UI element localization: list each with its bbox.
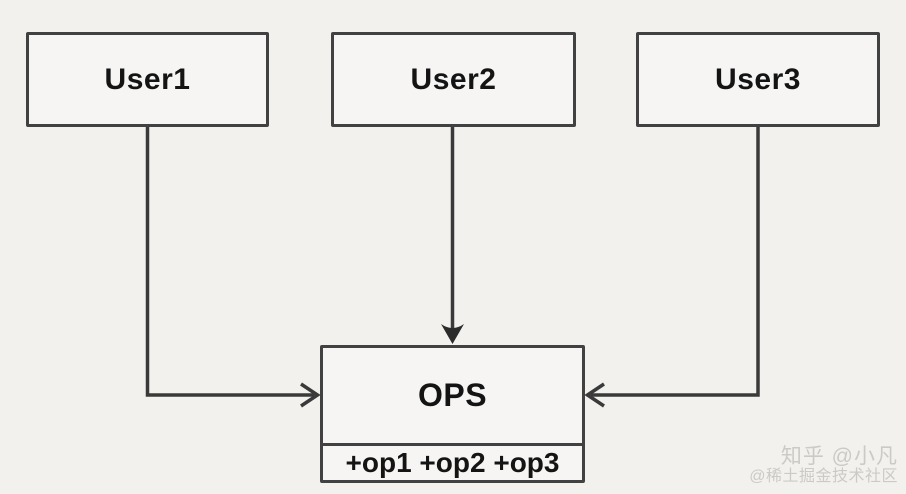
node-user2-label: User2 [410,62,497,96]
ops-operations-compartment: +op1 +op2 +op3 [323,446,582,480]
watermark-community: @稀土掘金技术社区 [749,468,898,486]
watermark-brand: 知乎 @小凡 [780,445,898,469]
node-user3: User3 [636,32,880,127]
watermark: 知乎 @小凡 @稀土掘金技术社区 [749,445,898,486]
arrowhead-left-icon [584,382,605,408]
node-ops-label: OPS [417,377,488,413]
ops-operations-label: +op1 +op2 +op3 [345,447,560,478]
node-user3-label: User3 [715,62,801,96]
node-user2: User2 [331,32,576,127]
node-user1-label: User1 [104,62,191,96]
edge-user1-to-ops [145,127,321,408]
arrowhead-right-icon [300,382,321,408]
ops-title-compartment: OPS [323,348,582,446]
arrowhead-down-icon [441,324,464,344]
edge-user2-to-ops [441,127,464,344]
edge-user3-to-ops [584,127,760,408]
node-user1: User1 [26,32,269,127]
node-ops: OPS +op1 +op2 +op3 [320,345,585,483]
